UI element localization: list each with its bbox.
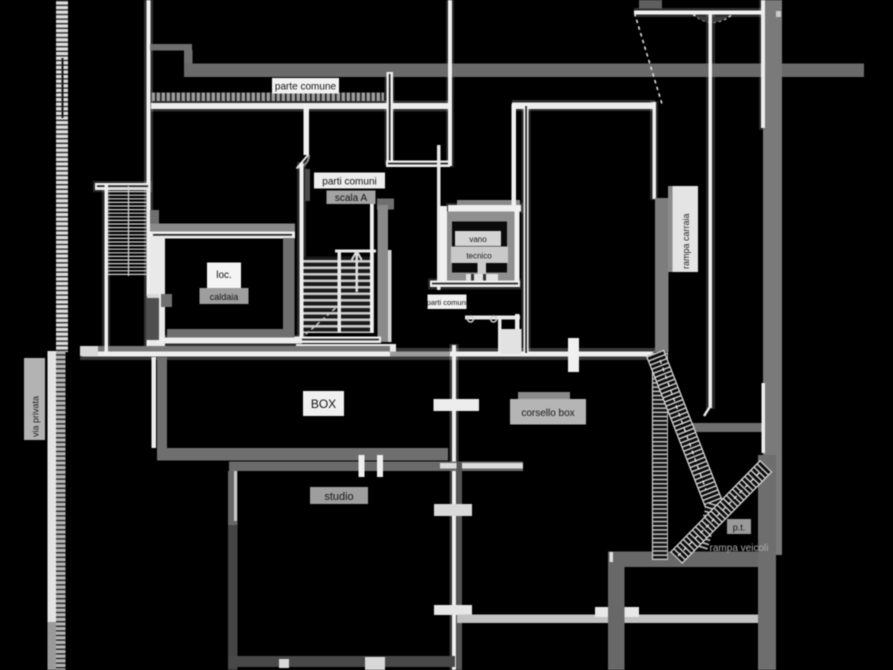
- svg-text:caldaia: caldaia: [210, 292, 239, 302]
- svg-text:parti comuni: parti comuni: [322, 177, 376, 188]
- svg-text:BOX: BOX: [311, 397, 336, 411]
- svg-text:scala A: scala A: [335, 193, 368, 204]
- svg-text:rampa carraia: rampa carraia: [681, 213, 691, 269]
- svg-text:vano: vano: [469, 235, 487, 244]
- svg-text:corsello box: corsello box: [521, 408, 574, 419]
- svg-text:parte comune: parte comune: [275, 82, 337, 93]
- svg-text:loc.: loc.: [216, 270, 232, 281]
- svg-text:rampa veicoli: rampa veicoli: [710, 543, 769, 554]
- svg-text:tecnico: tecnico: [466, 252, 492, 261]
- svg-text:parti comuni: parti comuni: [427, 298, 468, 307]
- svg-text:via privata: via privata: [31, 396, 41, 437]
- svg-text:studio: studio: [324, 491, 353, 503]
- svg-text:p.t.: p.t.: [733, 523, 746, 533]
